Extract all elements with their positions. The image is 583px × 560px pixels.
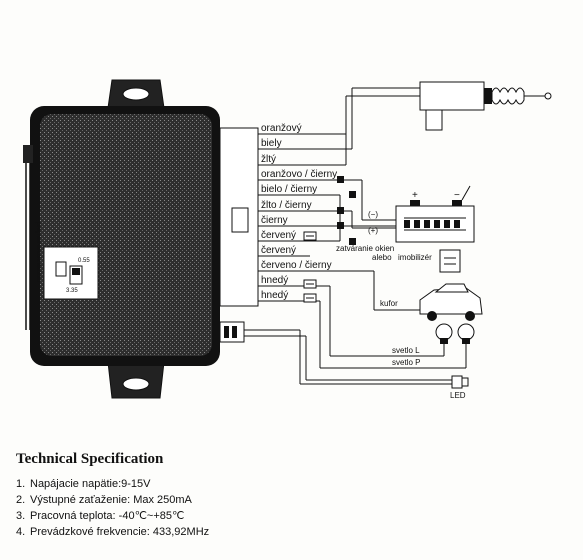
wire-label-11: hnedý [261, 275, 288, 286]
mount-ear-bottom [107, 361, 165, 399]
wire-label-1: oranžový [261, 123, 302, 134]
spec-item: 4. Prevádzkové frekvencie: 433,92MHz [16, 524, 416, 540]
spec-item-text: Napájacie napätie:9-15V [30, 478, 151, 490]
relay-1 [303, 231, 317, 241]
connector-main [219, 127, 259, 307]
programming-button-label: programovacie tlačidlo [35, 222, 41, 283]
jumper-panel: 0.55 3.35 [43, 246, 99, 300]
spec-item: 1. Napájacie napätie:9-15V [16, 476, 416, 492]
wire-label-9: červený [261, 245, 296, 256]
wire-labels: oranžový biely žltý oranžovo / čierny bi… [261, 123, 337, 301]
light-p-label: svetlo P [392, 358, 420, 367]
bulb-left [435, 323, 453, 344]
spec-item-text: Výstupné zaťaženie: Max 250mA [30, 494, 192, 506]
wire-label-5: bielo / čierny [261, 184, 317, 195]
led [451, 375, 469, 389]
module-texture [40, 114, 212, 356]
wire-label-8: červený [261, 230, 296, 241]
relay-2 [303, 279, 317, 289]
antenna [23, 145, 33, 330]
battery-minus: − [454, 190, 460, 201]
spec-title: Technical Specification [16, 451, 164, 467]
door-lock-actuator [419, 81, 552, 131]
trunk-label: kufor [380, 299, 398, 308]
spec-item-number: 1. [16, 478, 26, 490]
wire-label-10: červeno / čierny [261, 260, 332, 271]
battery: + − [395, 190, 475, 243]
spec-item: 2. Výstupné zaťaženie: Max 250mA [16, 492, 416, 508]
spec-item: 3. Pracovná teplota: -40℃~+85℃ [16, 508, 416, 524]
or-label: alebo [372, 253, 392, 262]
wire-label-3: žltý [261, 154, 276, 165]
wire-label-4: oranžovo / čierny [261, 169, 337, 180]
technical-specification: Technical Specification 1. Napájacie napä… [16, 451, 416, 540]
jumper-label-bottom: 3.35 [66, 288, 78, 294]
mount-ear-top [107, 79, 165, 109]
wire-label-2: biely [261, 138, 282, 149]
polarity-minus-label: (−) [368, 210, 378, 219]
immobilizer-label: imobilizér [398, 253, 432, 262]
spec-item-text: Pracovná teplota: -40℃~+85℃ [30, 510, 185, 522]
junction-dots [337, 176, 356, 245]
led-label: LED [450, 391, 466, 400]
spec-item-number: 2. [16, 494, 26, 506]
light-l-label: svetlo L [392, 346, 420, 355]
battery-ground-line [461, 185, 471, 201]
battery-plus: + [412, 190, 418, 201]
jumper-label-top: 0.55 [78, 258, 90, 264]
spec-item-number: 3. [16, 510, 26, 522]
car-trunk [419, 283, 483, 321]
immobilizer-box [439, 249, 461, 273]
connector-aux [219, 321, 245, 343]
spec-item-number: 4. [16, 526, 26, 538]
polarity-plus-label: (+) [368, 226, 378, 235]
wire-label-7: čierny [261, 215, 288, 226]
relay-3 [303, 293, 317, 303]
wire-label-6: žlto / čierny [261, 200, 312, 211]
door-lock-label: zatváranie okien [336, 244, 394, 253]
bulb-right [457, 323, 475, 344]
wire-label-12: hnedý [261, 290, 288, 301]
spec-item-text: Prevádzkové frekvencie: 433,92MHz [30, 526, 210, 538]
